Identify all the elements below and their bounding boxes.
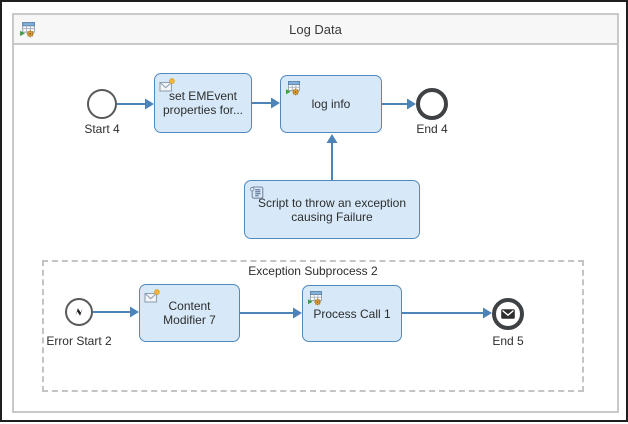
exception-subprocess-container[interactable]: [42, 260, 584, 392]
content-modifier-envelope-icon: [144, 289, 160, 305]
content-modifier-envelope-icon: [159, 78, 175, 94]
exception-subprocess-label: Exception Subprocess 2: [248, 264, 378, 278]
task-label: set EMEvent properties for...: [162, 89, 244, 117]
task-set-emevent-properties[interactable]: set EMEvent properties for...: [154, 73, 252, 133]
task-process-call1[interactable]: Process Call 1: [302, 285, 402, 342]
task-label: log info: [311, 97, 351, 111]
process-table-gear-icon: [285, 80, 301, 96]
process-table-gear-icon: [307, 290, 323, 306]
task-log-info[interactable]: log info: [280, 75, 382, 133]
task-content-modifier7[interactable]: Content Modifier 7: [139, 284, 240, 342]
end-event-end4[interactable]: [416, 88, 448, 120]
end4-label: End 4: [416, 122, 448, 136]
task-label: Content Modifier 7: [163, 299, 216, 327]
error-start-event-error-start2[interactable]: [65, 298, 93, 326]
error-bolt-icon: [71, 304, 87, 320]
message-envelope-icon: [500, 306, 516, 322]
start-event-start4[interactable]: [87, 89, 117, 119]
task-script-throw-exception[interactable]: Script to throw an exception causing Fai…: [244, 180, 420, 239]
message-end-event-end5[interactable]: [492, 298, 524, 330]
error-start2-label: Error Start 2: [46, 334, 112, 348]
process-header-bar[interactable]: Log Data: [14, 15, 617, 45]
start4-label: Start 4: [84, 122, 120, 136]
script-scroll-icon: [249, 185, 265, 201]
process-title: Log Data: [289, 22, 342, 37]
end5-label: End 5: [492, 334, 524, 348]
task-label: Process Call 1: [313, 306, 391, 321]
task-label: Script to throw an exception causing Fai…: [257, 195, 407, 224]
